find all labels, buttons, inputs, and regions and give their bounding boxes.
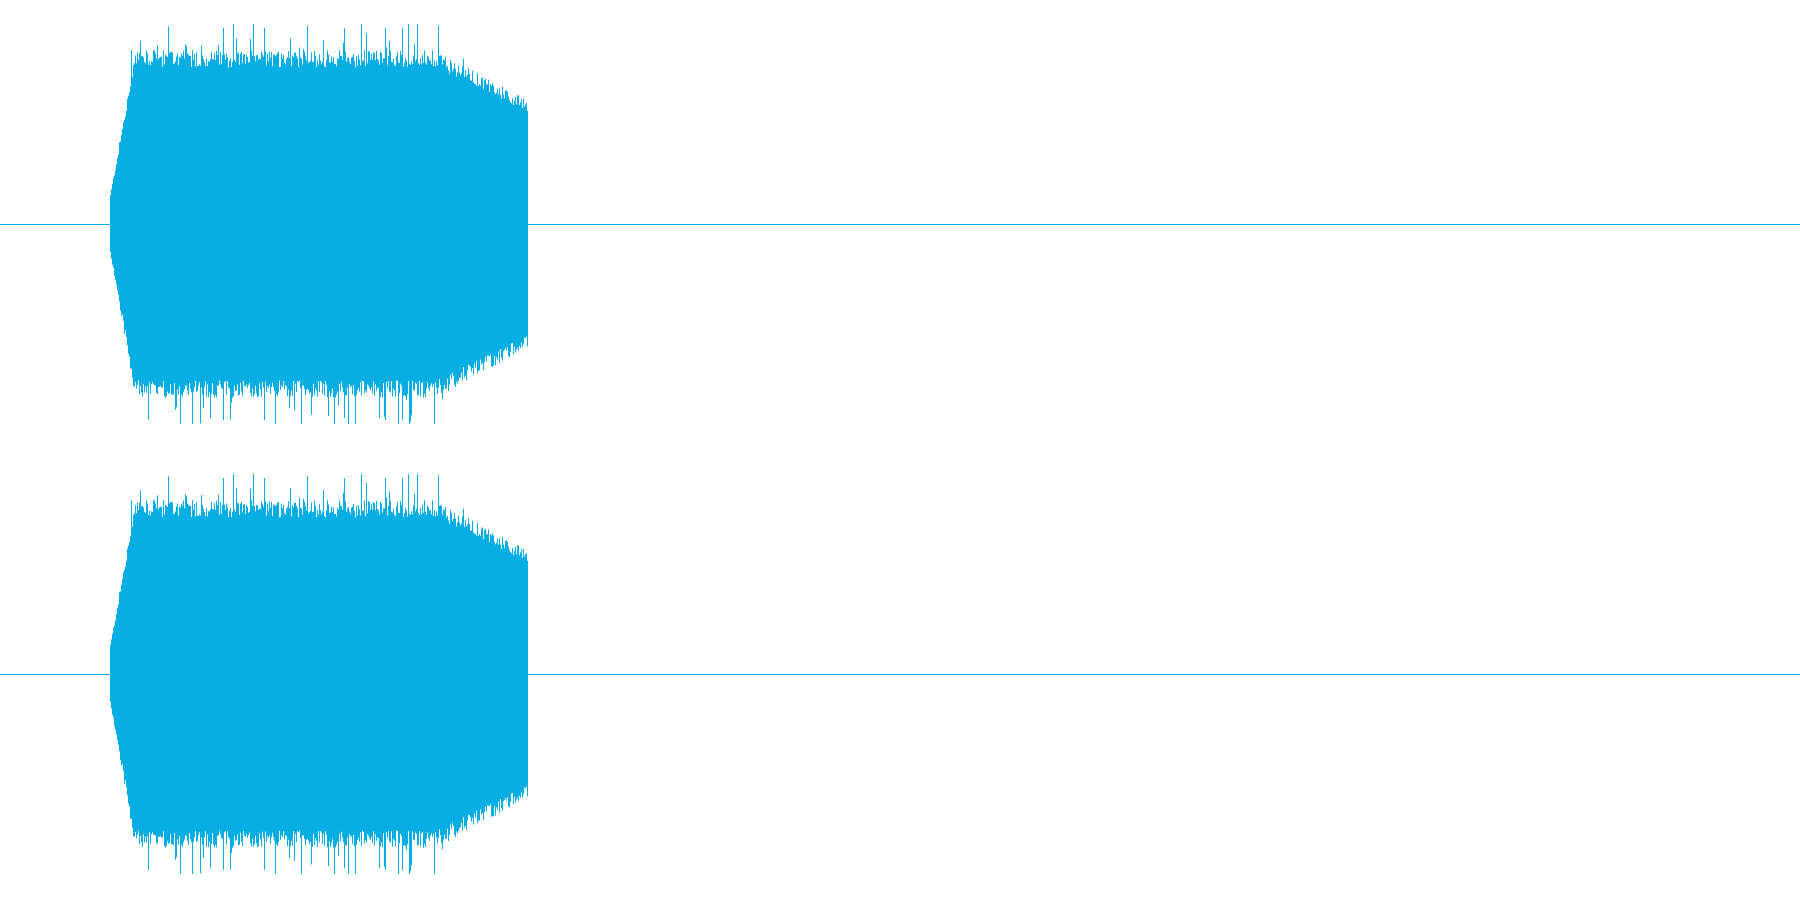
waveform-channel-left	[0, 24, 1800, 424]
waveform-channel-right	[0, 474, 1800, 874]
